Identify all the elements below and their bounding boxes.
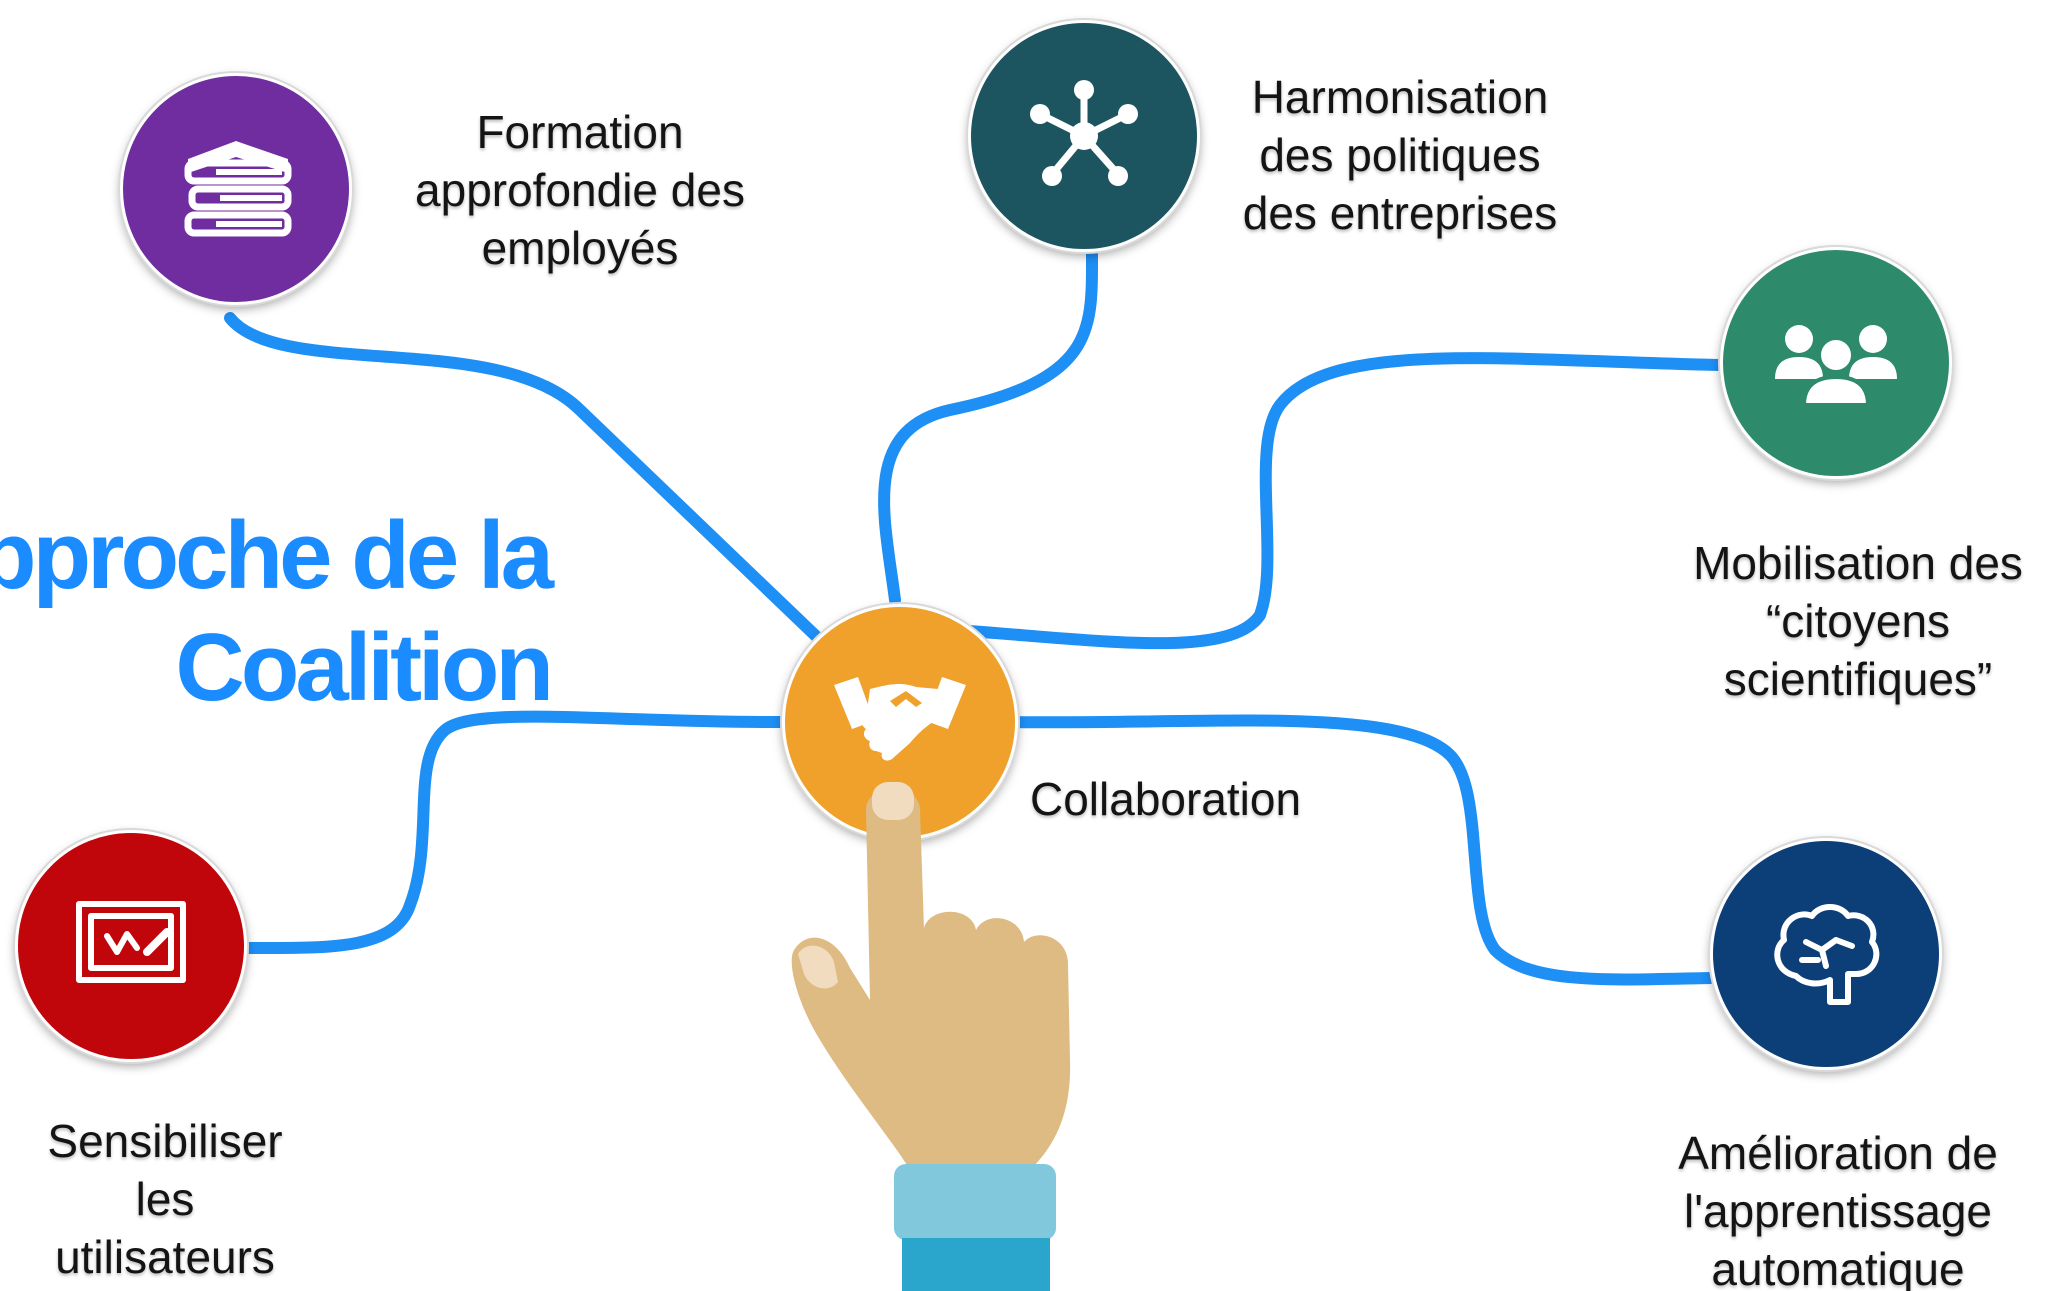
brain-icon bbox=[1774, 904, 1880, 1005]
diagram-title: pproche de la Coalition bbox=[0, 502, 554, 721]
label-harmonisation: Harmonisation des politiques des entrepr… bbox=[1242, 71, 1558, 239]
pointing-hand-illustration bbox=[791, 782, 1071, 1291]
label-mobilisation: Mobilisation des “citoyens scientifiques… bbox=[1693, 537, 2023, 705]
node-collaboration bbox=[782, 604, 1018, 840]
fingernail bbox=[872, 782, 914, 820]
label-apprentissage: Amélioration de l'apprentissage automati… bbox=[1678, 1127, 1998, 1291]
connector-formation bbox=[224, 312, 826, 646]
connector-mobilisation bbox=[949, 352, 1726, 650]
node-apprentissage bbox=[1710, 838, 1942, 1070]
node-mobilisation bbox=[1720, 247, 1952, 479]
hand-cuff bbox=[894, 1164, 1056, 1240]
node-formation bbox=[120, 73, 352, 305]
handshake-icon bbox=[834, 677, 966, 761]
hand-sleeve bbox=[902, 1238, 1050, 1291]
label-sensibiliser: Sensibiliser les utilisateurs bbox=[47, 1115, 283, 1283]
books-icon bbox=[184, 141, 292, 237]
network-icon bbox=[1030, 80, 1138, 186]
connector-apprentissage bbox=[1004, 714, 1716, 986]
label-collaboration: Collaboration bbox=[1030, 773, 1302, 825]
connector-sensibiliser bbox=[244, 710, 788, 955]
node-harmonisation bbox=[968, 20, 1200, 252]
hand-skin bbox=[791, 789, 1071, 1170]
label-formation: Formation approfondie des employés bbox=[415, 106, 745, 274]
users-group-icon bbox=[1775, 325, 1897, 407]
connector-harmonisation bbox=[878, 249, 1099, 606]
whiteboard-icon bbox=[76, 901, 186, 983]
thumbnail bbox=[798, 945, 838, 989]
node-sensibiliser bbox=[15, 830, 247, 1062]
